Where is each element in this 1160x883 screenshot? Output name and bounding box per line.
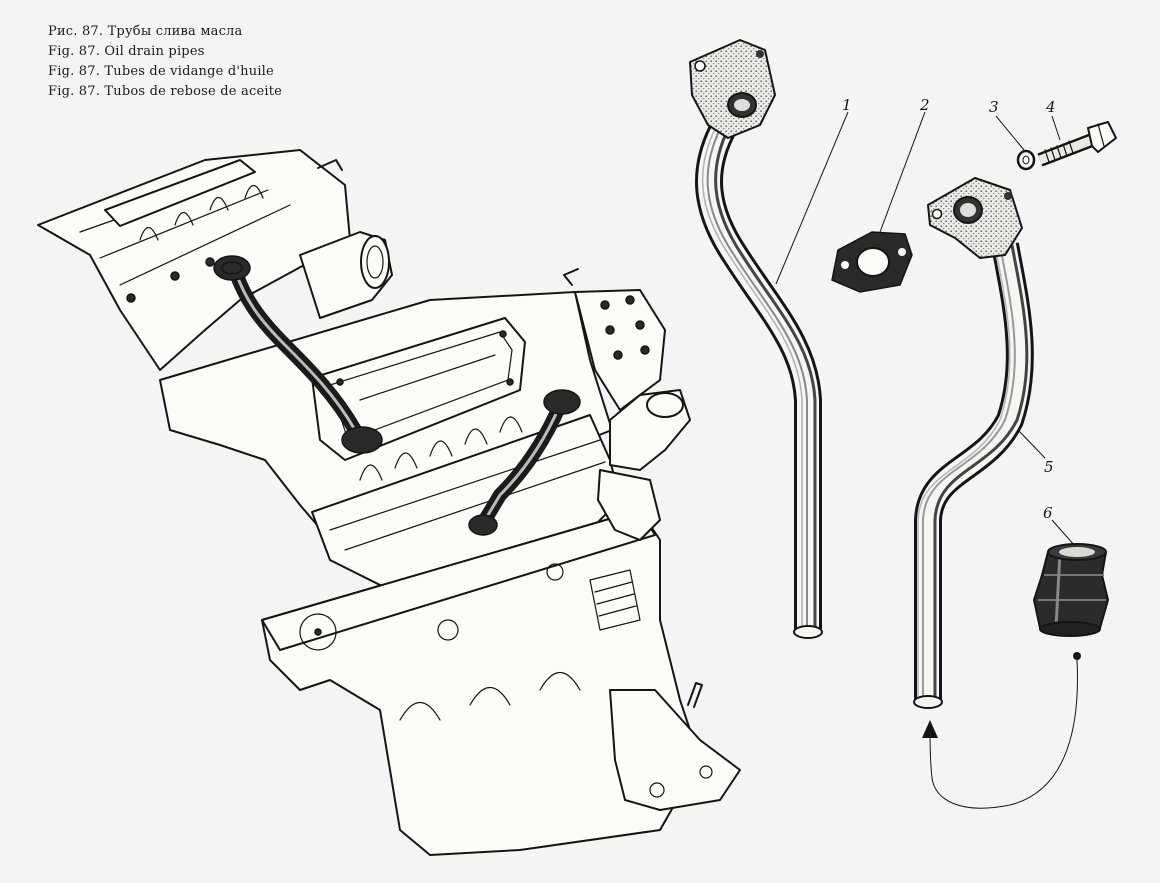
callout-4: 4 — [1045, 98, 1056, 116]
engine-assembly — [37, 149, 741, 856]
assembly-arrow — [922, 652, 1081, 809]
caption-french: Fig. 87. Tubes de vidange d'huile — [48, 64, 274, 79]
callout-3: 3 — [989, 98, 999, 116]
caption-spanish: Fig. 87. Tubos de rebose de aceite — [48, 84, 283, 99]
front-cover — [574, 289, 666, 411]
caption-english: Fig. 87. Oil drain pipes — [48, 44, 205, 59]
manifold-flange — [104, 159, 256, 227]
valve-cover — [311, 317, 526, 461]
engine-mount-bracket — [609, 689, 741, 811]
part-2-gasket — [831, 231, 913, 293]
callout-1: 1 — [842, 96, 852, 114]
part-6-rubber-sleeve — [1032, 543, 1110, 637]
part-1-drain-pipe — [689, 39, 823, 639]
part-4-bolt — [1037, 121, 1117, 167]
part-1-flange — [689, 39, 776, 139]
callout-2: 2 — [919, 96, 930, 114]
part-3-washer — [1016, 149, 1036, 171]
caption-russian: Рис. 87. Трубы слива масла — [48, 24, 243, 39]
callout-6: 6 — [1043, 504, 1053, 522]
figure-caption: Рис. 87. Трубы слива масла Fig. 87. Oil … — [48, 22, 282, 102]
crankcase-flange — [261, 509, 656, 651]
part-5-drain-pipe — [913, 177, 1034, 709]
callout-leaders — [775, 111, 1076, 547]
callout-5: 5 — [1044, 458, 1054, 476]
